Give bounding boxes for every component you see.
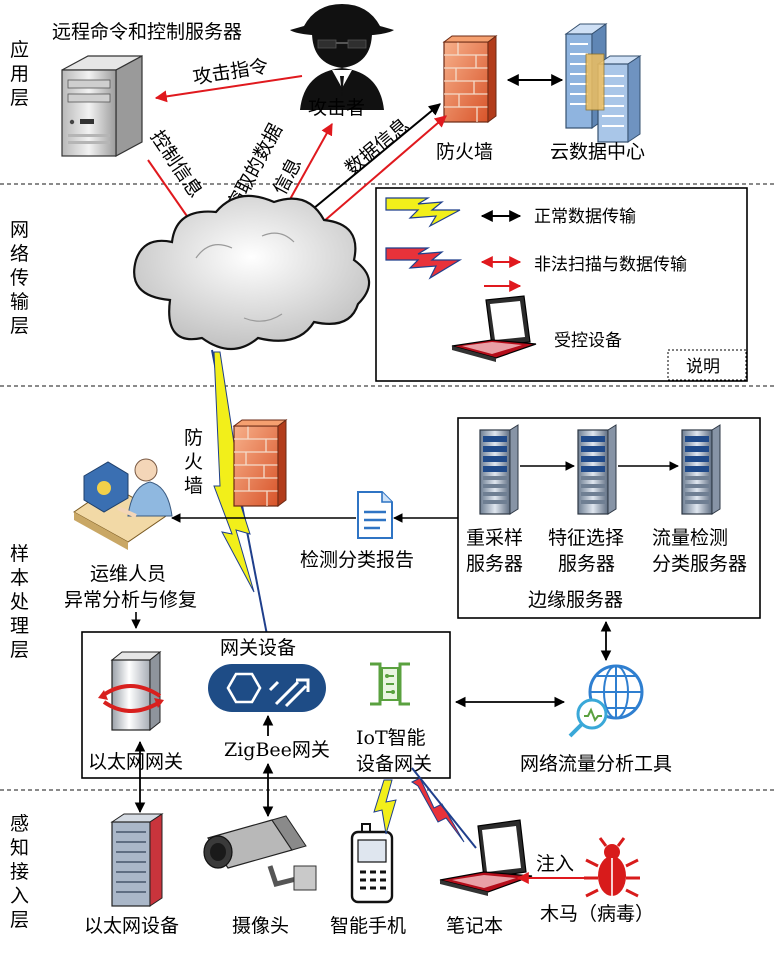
normal-bolt-icon: [385, 197, 461, 228]
resample-label-1: 重采样: [466, 527, 523, 549]
data-info-illegal-arrow: [315, 115, 447, 229]
report-document-icon: [357, 491, 393, 539]
svg-text:层: 层: [10, 315, 29, 337]
legend-title: 说明: [686, 357, 720, 377]
cloud-datacenter-icon: [564, 23, 642, 143]
c2-server-icon: [61, 54, 143, 158]
phone-iot-bolt: [373, 779, 397, 835]
svg-text:处: 处: [10, 591, 29, 613]
laptop-label: 笔记本: [446, 915, 503, 937]
resample-server-icon: [479, 424, 519, 515]
zigbee-gateway-icon: [208, 664, 326, 712]
illegal-bolt-icon: [385, 247, 463, 280]
internet-cloud-icon: [133, 194, 371, 350]
legend-controlled-label: 受控设备: [554, 331, 622, 351]
zigbee-gateway-label: ZigBee网关: [224, 739, 330, 761]
edge-server-label: 边缘服务器: [528, 589, 623, 611]
svg-text:层: 层: [10, 909, 29, 931]
operator-label-1: 运维人员: [90, 563, 166, 585]
svg-text:知: 知: [10, 837, 29, 859]
svg-text:入: 入: [10, 885, 29, 907]
ethernet-device-label: 以太网设备: [84, 915, 179, 937]
operator-label-2: 异常分析与修复: [64, 589, 197, 611]
operator-icon: [73, 458, 173, 550]
svg-text:理: 理: [10, 615, 29, 637]
attacker-label: 攻击者: [308, 97, 365, 119]
svg-text:样: 样: [10, 543, 29, 565]
traffic-analysis-icon: [568, 664, 644, 738]
report-label: 检测分类报告: [300, 549, 414, 571]
stolen-data-label-2: 信息: [269, 154, 306, 198]
ethernet-device-icon: [110, 813, 164, 907]
detect-label-1: 流量检测: [652, 527, 728, 549]
svg-text:感: 感: [10, 813, 29, 835]
svg-text:本: 本: [10, 567, 29, 589]
layer-label-network: 网 络 传 输 层: [10, 219, 29, 337]
legend-box: 正常数据传输 非法扫描与数据传输 受控设备 说明: [375, 187, 748, 382]
legend-illegal-label: 非法扫描与数据传输: [534, 255, 687, 275]
layer-label-application: 应 用 层: [10, 39, 29, 109]
iot-gateway-label-1: IoT智能: [356, 727, 426, 749]
gateway-title: 网关设备: [220, 637, 296, 659]
detect-server-icon: [681, 424, 721, 515]
laptop-iot-link: [411, 767, 477, 849]
inject-label: 注入: [536, 853, 574, 875]
svg-text:输: 输: [10, 291, 29, 313]
attack-command-arrow: [154, 75, 303, 103]
firewall-mid-icon: [233, 419, 287, 507]
layer-label-sample: 样 本 处 理 层: [10, 543, 29, 661]
svg-text:应: 应: [10, 39, 29, 61]
resample-label-2: 服务器: [466, 553, 523, 575]
data-info-label: 数据信息: [341, 114, 413, 180]
svg-text:络: 络: [10, 243, 29, 265]
c2-server-label: 远程命令和控制服务器: [52, 21, 242, 43]
feature-server-icon: [577, 424, 617, 515]
attacker-icon: [290, 4, 394, 110]
camera-icon: [203, 815, 317, 891]
trojan-label: 木马（病毒）: [540, 903, 654, 925]
legend-laptop-icon: [451, 295, 537, 362]
firewall-top-icon: [443, 35, 497, 123]
camera-label: 摄像头: [232, 915, 289, 937]
firewall-top-label: 防火墙: [436, 141, 493, 163]
laptop-icon: [439, 819, 533, 896]
svg-text:传: 传: [10, 267, 29, 289]
firewall-mid-label-2: 火: [184, 451, 203, 473]
iot-gateway-icon: [370, 662, 410, 706]
svg-text:接: 接: [10, 861, 29, 883]
feature-label-1: 特征选择: [548, 527, 624, 549]
iot-gateway-label-2: 设备网关: [356, 753, 432, 775]
svg-text:用: 用: [10, 63, 29, 85]
control-info-label: 控制信息: [146, 126, 207, 201]
feature-label-2: 服务器: [558, 553, 615, 575]
ethernet-gateway-label: 以太网网关: [88, 751, 183, 773]
firewall-mid-label-3: 墙: [184, 475, 203, 497]
legend-normal-label: 正常数据传输: [534, 207, 636, 227]
svg-text:网: 网: [10, 219, 29, 241]
laptop-iot-bolt: [411, 777, 465, 843]
smartphone-icon: [350, 823, 394, 904]
attack-command-label: 攻击指令: [191, 55, 270, 89]
detect-label-2: 分类服务器: [652, 553, 747, 575]
layer-label-perception: 感 知 接 入 层: [10, 813, 29, 931]
svg-text:层: 层: [10, 87, 29, 109]
traffic-analysis-label: 网络流量分析工具: [520, 753, 672, 775]
trojan-bug-icon: [584, 837, 640, 898]
svg-text:层: 层: [10, 639, 29, 661]
firewall-mid-label-1: 防: [184, 427, 203, 449]
smartphone-label: 智能手机: [330, 915, 406, 937]
cloud-datacenter-label: 云数据中心: [550, 141, 645, 163]
ethernet-gateway-icon: [98, 650, 164, 732]
